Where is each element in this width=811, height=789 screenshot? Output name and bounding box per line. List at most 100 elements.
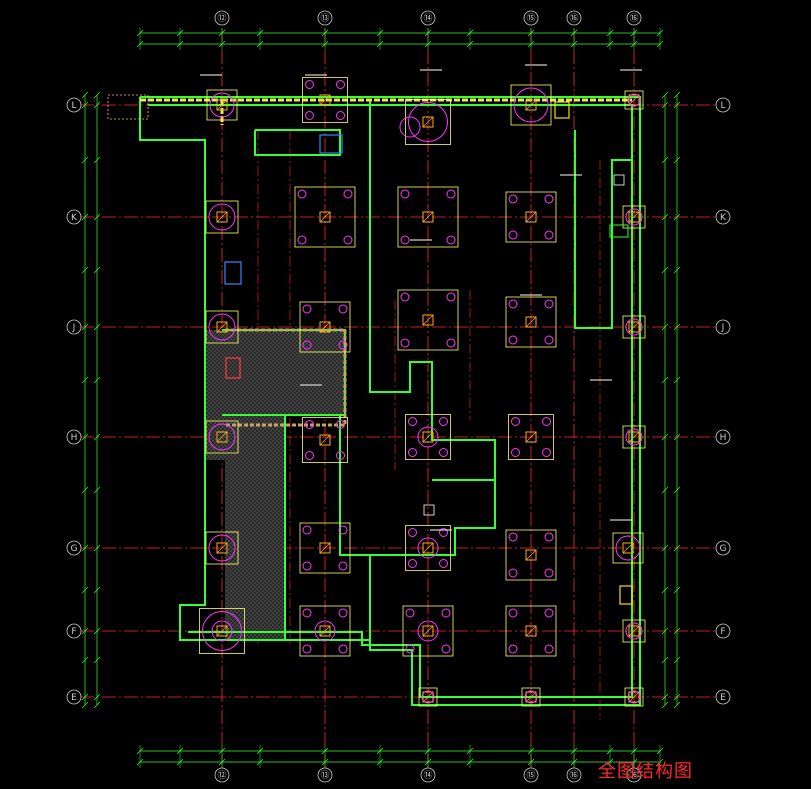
pile <box>508 194 518 204</box>
left-axis-label: E <box>71 693 77 703</box>
pile-caps <box>199 77 646 707</box>
opening-box <box>613 174 625 186</box>
dimension-tick <box>661 101 669 109</box>
dimension-tick <box>93 91 101 99</box>
pile <box>544 608 554 618</box>
column <box>216 542 228 554</box>
bottom-axis-bubble <box>523 767 539 783</box>
pile-cap <box>622 425 646 449</box>
dimension-tick <box>93 433 101 441</box>
dimension-tick <box>93 486 101 494</box>
column-hatch <box>319 625 331 637</box>
dimension-tick <box>661 91 669 99</box>
top-axis-bubble <box>566 10 582 26</box>
bottom-axis-label: ⑯ <box>629 770 638 781</box>
pile-cap <box>205 200 239 234</box>
bottom-axis-label: ⑫ <box>217 770 226 781</box>
dimension-tick <box>661 433 669 441</box>
bottom-axis-label: ⑮ <box>526 770 535 781</box>
bottom-axis-bubble <box>317 767 333 783</box>
dimension-tick <box>661 544 669 552</box>
dimension-tick <box>81 156 89 164</box>
pile <box>421 690 435 704</box>
dimension-tick <box>673 156 681 164</box>
dimension-tick <box>661 323 669 331</box>
pile <box>336 111 345 120</box>
dimension-tick <box>661 627 669 635</box>
top-axis-label: ⑬ <box>320 13 329 24</box>
column <box>525 316 537 328</box>
pile <box>405 608 415 618</box>
right-axis-label: H <box>720 433 727 443</box>
dimension-tick <box>673 586 681 594</box>
column <box>525 431 537 443</box>
column-hatch <box>422 431 434 443</box>
pile <box>542 417 551 426</box>
dimension-tick <box>93 693 101 701</box>
bottom-axis-bubble <box>626 767 642 783</box>
pile <box>446 338 456 348</box>
column-hatch <box>628 321 640 333</box>
pile <box>544 299 554 309</box>
column-hatch <box>319 542 331 554</box>
dimension-tick <box>81 376 89 384</box>
column <box>628 691 640 703</box>
column-hatch <box>422 211 434 223</box>
dimension-tick <box>93 156 101 164</box>
column-hatch <box>525 625 537 637</box>
dimension-tick <box>673 101 681 109</box>
bottom-axis-label: ⑭ <box>423 770 432 781</box>
pile-cap <box>299 522 351 574</box>
equipment-block <box>225 357 241 379</box>
column <box>422 625 434 637</box>
right-axis-bubble <box>715 319 731 335</box>
pile <box>511 417 520 426</box>
pile <box>508 299 518 309</box>
dimension-tick <box>673 656 681 664</box>
pile <box>343 235 353 245</box>
pile <box>544 568 554 578</box>
pile-cap <box>510 84 552 126</box>
column-hatch <box>622 542 634 554</box>
pile <box>439 448 448 457</box>
column-hatch <box>216 542 228 554</box>
column <box>422 691 434 703</box>
right-axis-bubble <box>715 209 731 225</box>
pile <box>408 528 417 537</box>
pile <box>305 80 314 89</box>
pile-cap <box>505 296 557 348</box>
pile <box>338 525 348 535</box>
pile <box>400 338 410 348</box>
left-axis-label: G <box>71 544 78 554</box>
top-axis-bubble <box>626 10 642 26</box>
right-axis-bubble <box>715 540 731 556</box>
pile <box>625 318 643 336</box>
column-hatch <box>525 691 537 703</box>
pile-cap <box>397 289 459 351</box>
pile <box>302 525 312 535</box>
dimension-tick <box>81 323 89 331</box>
column <box>525 691 537 703</box>
column <box>216 431 228 443</box>
column <box>422 542 434 554</box>
dimension-tick <box>661 213 669 221</box>
pile <box>208 313 236 341</box>
dimension-tick <box>673 323 681 331</box>
large-pile <box>417 620 439 642</box>
dimension-tick <box>673 91 681 99</box>
dimension-tick <box>673 627 681 635</box>
pile <box>336 80 345 89</box>
pile <box>446 292 456 302</box>
dimension-tick <box>81 266 89 274</box>
dimension-tick <box>673 701 681 709</box>
left-axis-label: F <box>71 627 76 637</box>
large-pile <box>417 537 439 559</box>
column <box>216 211 228 223</box>
pile <box>508 335 518 345</box>
bottom-axis-bubble <box>214 767 230 783</box>
pile <box>441 608 451 618</box>
pile-cap <box>505 605 557 657</box>
pile-cap <box>508 414 554 460</box>
pile <box>446 189 456 199</box>
